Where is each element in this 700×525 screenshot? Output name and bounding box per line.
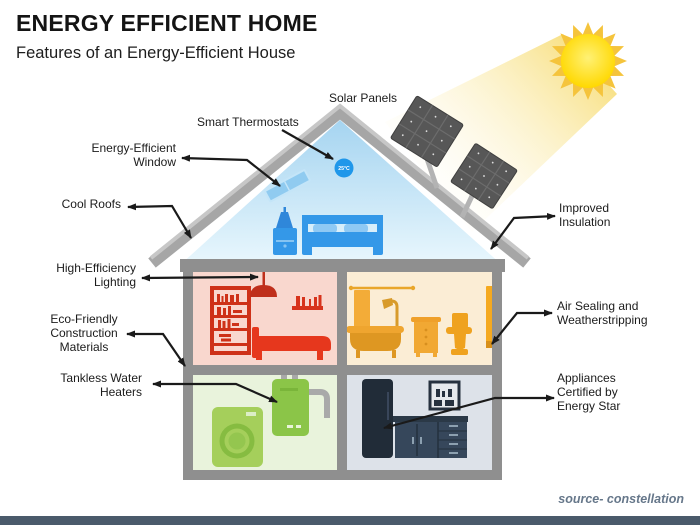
nightstand-lamp-icon (273, 207, 297, 255)
bed-icon (302, 215, 383, 255)
window-icon (264, 169, 311, 203)
source-credit: source- constellation (558, 492, 684, 506)
arrow-air-sealing (491, 309, 553, 345)
arrow-energy-efficient-window (181, 154, 281, 187)
arrow-smart-thermostats (281, 129, 334, 160)
page-title: ENERGY EFFICIENT HOME (16, 10, 318, 36)
callout-air-sealing-and-weatherstripping: Air Sealing and Weatherstripping (557, 299, 648, 327)
page-subtitle: Features of an Energy-Efficient House (16, 44, 296, 62)
water-heater-icon (272, 371, 330, 436)
bookshelf-icon (210, 286, 251, 355)
arrow-tankless-water-heaters (152, 380, 278, 404)
solar-panel-icon (450, 143, 518, 209)
callout-cool-roofs: Cool Roofs (61, 197, 121, 211)
sun-beam (385, 34, 617, 232)
solar-panel-icon (390, 95, 464, 167)
footer-bar (0, 516, 700, 525)
arrow-improved-insulation (490, 212, 556, 250)
arrow-appliances (383, 394, 555, 430)
wall-cupboard-icon (428, 380, 461, 411)
callout-arrows (126, 129, 556, 430)
callout-appliances-certified-by-energy-star: Appliances Certified by Energy Star (557, 371, 621, 413)
washing-machine-icon (212, 407, 263, 467)
thermostat-icon: 25°C (334, 158, 354, 178)
sun-icon (549, 22, 627, 100)
callout-improved-insulation: Improved Insulation (559, 201, 611, 229)
bathtub-icon (346, 326, 404, 358)
fridge-icon (362, 379, 393, 458)
arrow-eco-friendly (126, 330, 186, 367)
dresser-icon (411, 317, 441, 357)
callout-solar-panels: Solar Panels (328, 91, 398, 105)
toilet-icon (446, 313, 472, 355)
arrow-high-efficiency-lighting (141, 273, 259, 282)
attic-room (180, 120, 502, 265)
callout-eco-friendly-construction-materials: Eco-Friendly Construction Materials (50, 312, 118, 354)
house-walls (180, 259, 505, 480)
thermostat-reading: 25°C (338, 166, 350, 172)
wall-shelf-icon (292, 295, 323, 310)
arrow-cool-roofs (127, 203, 192, 239)
callout-high-efficiency-lighting: High-Efficiency Lighting (56, 261, 136, 289)
callout-tankless-water-heaters: Tankless Water Heaters (60, 371, 142, 399)
callout-energy-efficient-window: Energy-Efficient Window (91, 141, 177, 169)
red-bed-icon (252, 327, 331, 360)
callout-smart-thermostats: Smart Thermostats (197, 115, 299, 129)
